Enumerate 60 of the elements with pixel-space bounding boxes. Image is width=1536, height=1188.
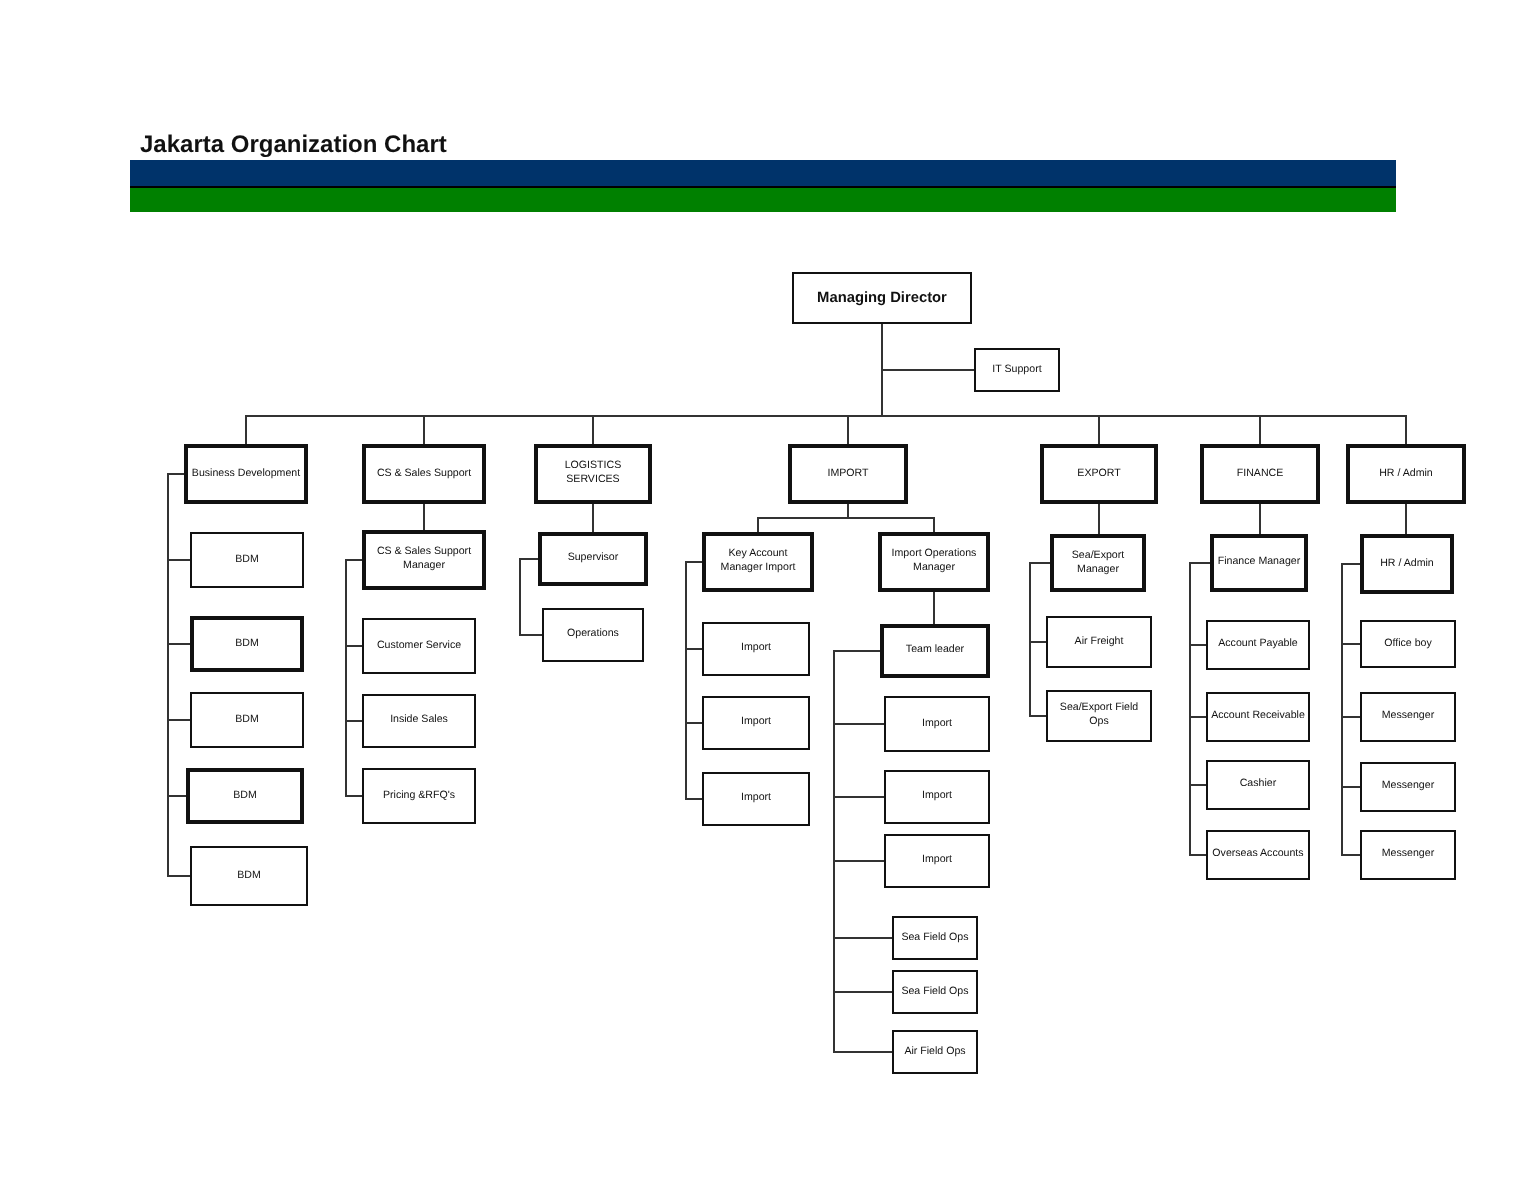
connector-line [423,503,425,531]
position-box [362,444,486,504]
position-box [1360,692,1456,742]
position-box [702,772,810,826]
connector-line [847,503,935,533]
position-box [788,444,908,504]
position-box [1046,690,1152,742]
position-box [884,770,990,824]
position-box [892,916,978,960]
position-box [1346,444,1466,504]
connector-line [592,503,594,533]
position-box [542,608,644,662]
position-box [362,694,476,748]
position-box [884,696,990,752]
position-box [186,768,304,824]
position-box [1040,444,1158,504]
position-box [892,970,978,1014]
connector-line [1189,562,1211,856]
position-box [1050,534,1146,592]
connector-line [933,591,935,625]
connector-line [1098,503,1100,535]
position-box [702,532,814,592]
position-box [1206,760,1310,810]
position-box [702,696,810,750]
position-box [190,846,308,906]
position-box [878,532,990,592]
position-box [190,532,304,588]
position-box [1360,534,1454,594]
connector-line [519,558,543,636]
position-box [702,622,810,676]
position-box [534,444,652,504]
connector-line [1405,503,1407,535]
connector-line [1259,503,1261,535]
chart-title: Jakarta Organization Chart [140,130,447,158]
position-box [884,834,990,888]
connector-line [345,559,363,797]
position-box [1360,830,1456,880]
position-box [1200,444,1320,504]
position-box [1360,620,1456,668]
position-box [1360,762,1456,812]
position-box [362,768,476,824]
position-box [1210,534,1308,592]
connector-line [1341,563,1361,856]
position-box [190,616,304,672]
position-box [974,348,1060,392]
position-box [362,618,476,674]
position-box [184,444,308,504]
position-box [1206,620,1310,670]
position-box [190,692,304,748]
position-box [538,532,648,586]
connector-line [1029,562,1051,717]
connector-line [685,561,703,800]
position-box [892,1030,978,1074]
connector-line [167,473,191,877]
position-box [1206,830,1310,880]
connector-line [881,323,1407,445]
position-box [880,624,990,678]
position-box [362,530,486,590]
position-box [1206,692,1310,742]
position-box [1046,616,1152,668]
